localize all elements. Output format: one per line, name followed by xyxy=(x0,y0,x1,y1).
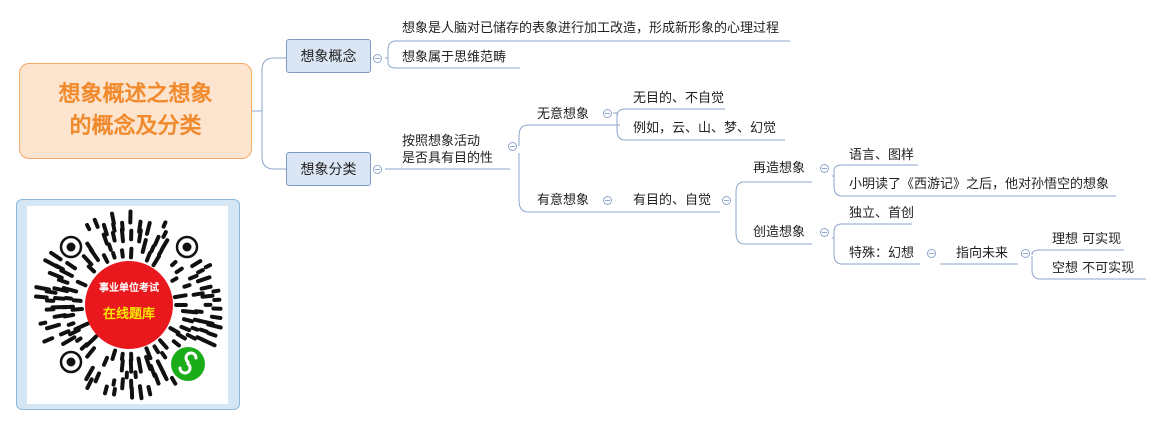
reproductive-item-1[interactable]: 语言、图样 xyxy=(849,148,915,163)
branch-classification-label: 想象分类 xyxy=(300,162,357,178)
fantasy-type-ideal[interactable]: 理想 可实现 xyxy=(1052,232,1122,247)
collapse-icon[interactable] xyxy=(722,196,731,205)
reproductive-item-2[interactable]: 小明读了《西游记》之后，他对孙悟空的想象 xyxy=(849,177,1110,192)
concept-definition[interactable]: 想象是人脑对已储存的表象进行加工改造，形成新形象的心理过程 xyxy=(402,21,780,36)
qr-title: 事业单位考试 xyxy=(99,281,159,294)
collapse-icon[interactable] xyxy=(373,165,382,174)
branch-concept-label: 想象概念 xyxy=(300,49,357,65)
intentional-imagination[interactable]: 有意想象 xyxy=(537,193,590,208)
central-topic-line-1: 想象概述之想象 xyxy=(58,82,213,107)
unintentional-imagination[interactable]: 无意想象 xyxy=(537,107,590,122)
classification-criterion[interactable]: 按照想象活动 是否具有目的性 xyxy=(402,133,493,167)
fantasy-direction[interactable]: 指向未来 xyxy=(956,246,1009,261)
collapse-icon[interactable] xyxy=(373,54,382,63)
qr-center-badge xyxy=(85,261,173,349)
qr-subtitle: 在线题库 xyxy=(103,306,155,322)
unintentional-example[interactable]: 例如，云、山、梦、幻觉 xyxy=(633,121,777,136)
creative-imagination[interactable]: 创造想象 xyxy=(753,225,806,240)
reproductive-imagination[interactable]: 再造想象 xyxy=(753,161,806,176)
mini-program-icon xyxy=(171,347,205,381)
collapse-icon[interactable] xyxy=(820,228,829,237)
fantasy-type-daydream[interactable]: 空想 不可实现 xyxy=(1052,261,1135,276)
unintentional-feature[interactable]: 无目的、不自觉 xyxy=(633,91,725,106)
branch-classification[interactable]: 想象分类 xyxy=(286,152,371,186)
collapse-icon[interactable] xyxy=(508,142,517,151)
central-topic-line-2: 的概念及分类 xyxy=(69,114,202,139)
collapse-icon[interactable] xyxy=(820,164,829,173)
central-topic[interactable]: 想象概述之想象 的概念及分类 xyxy=(19,63,252,159)
collapse-icon[interactable] xyxy=(603,196,612,205)
collapse-icon[interactable] xyxy=(927,249,936,258)
mini-program-qr-code[interactable]: 事业单位考试 在线题库 xyxy=(27,206,228,404)
collapse-icon[interactable] xyxy=(1021,249,1030,258)
criterion-line-2: 是否具有目的性 xyxy=(402,151,494,166)
concept-category[interactable]: 想象属于思维范畴 xyxy=(402,50,507,65)
intentional-feature[interactable]: 有目的、自觉 xyxy=(633,193,712,208)
finder-pattern-icon xyxy=(59,235,83,259)
finder-pattern-icon xyxy=(59,350,83,374)
branch-concept[interactable]: 想象概念 xyxy=(286,39,371,73)
criterion-line-1: 按照想象活动 xyxy=(402,134,481,149)
creative-special[interactable]: 特殊：幻想 xyxy=(849,246,915,261)
collapse-icon[interactable] xyxy=(603,109,612,118)
creative-item-1[interactable]: 独立、首创 xyxy=(849,206,915,221)
finder-pattern-icon xyxy=(175,235,199,259)
